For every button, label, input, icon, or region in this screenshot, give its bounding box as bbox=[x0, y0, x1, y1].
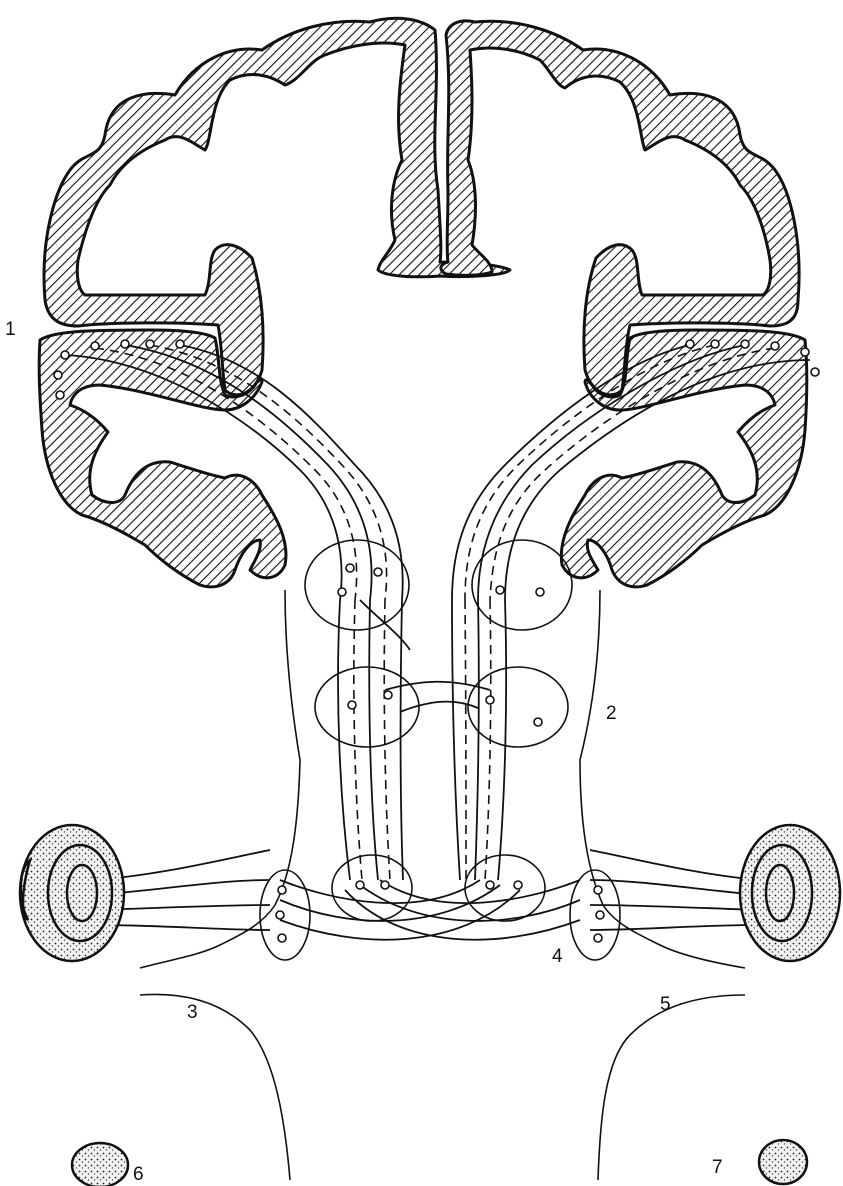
label-6: 6 bbox=[133, 1164, 144, 1185]
right-superior-olive bbox=[465, 855, 545, 921]
lateral-lemniscus-right bbox=[452, 600, 506, 880]
left-cochlea bbox=[20, 825, 128, 1186]
label-7: 7 bbox=[712, 1157, 723, 1178]
left-hemisphere bbox=[39, 18, 510, 587]
label-3: 3 bbox=[187, 1002, 198, 1023]
left-superior-olive bbox=[332, 855, 412, 921]
right-cochlea bbox=[740, 825, 840, 1184]
left-inferior-colliculus bbox=[315, 667, 419, 747]
lateral-lemniscus-left bbox=[338, 600, 403, 880]
label-2: 2 bbox=[606, 703, 617, 724]
brainstem-outline bbox=[140, 590, 745, 1180]
right-hemisphere bbox=[441, 21, 807, 587]
label-4: 4 bbox=[552, 946, 563, 967]
label-5: 5 bbox=[660, 994, 671, 1015]
right-inferior-colliculus bbox=[468, 667, 568, 747]
right-medial-geniculate bbox=[472, 540, 572, 630]
label-1: 1 bbox=[5, 319, 16, 340]
